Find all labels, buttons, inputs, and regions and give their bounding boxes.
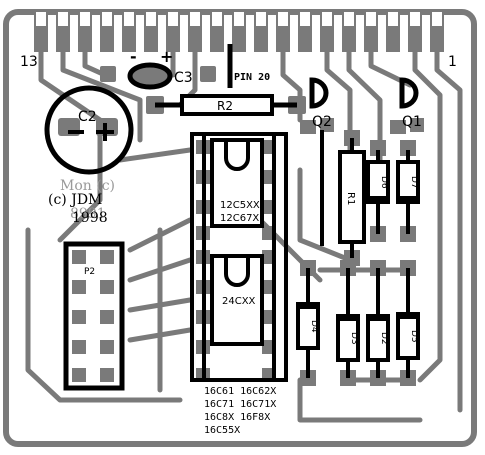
- d5-label: D5: [409, 330, 419, 343]
- d3-diode: D3: [336, 268, 360, 378]
- d7-label: D7: [409, 176, 419, 189]
- pic-list-line-2: 16C71 16C71X: [204, 399, 276, 410]
- pin20-label: PIN 20: [234, 72, 270, 83]
- copyright-year: 1998: [72, 210, 108, 226]
- d6-diode: D6: [366, 150, 390, 234]
- d2-label: D2: [379, 332, 389, 345]
- c3-capacitor: - + C3: [127, 47, 193, 90]
- pic-list-line-4: 16C55X: [204, 425, 240, 436]
- pin-label-13: 13: [20, 54, 38, 70]
- d5-diode: D5: [396, 268, 420, 378]
- c3-minus-label: -: [130, 47, 137, 66]
- d4-label: D4: [309, 320, 319, 333]
- q1-transistor: Q1: [399, 77, 422, 130]
- q2-transistor: Q2: [309, 77, 332, 130]
- pic-list-line-3: 16C8X 16F8X: [204, 412, 270, 423]
- c2-capacitor: C2: [44, 85, 134, 175]
- d3-label: D3: [349, 332, 359, 345]
- ic-12c67x-label: 12C67X: [220, 213, 259, 224]
- pin-label-1: 1: [448, 54, 457, 70]
- ic-12c5xx: 12C5XX 12C67X: [210, 138, 264, 228]
- d7-diode: D7: [396, 150, 420, 234]
- c3-plus-label: +: [160, 47, 173, 66]
- p2-label: P2: [84, 267, 95, 277]
- r1-label: R1: [345, 192, 356, 205]
- q2-label: Q2: [312, 114, 332, 130]
- ic-24cxx-label: 24CXX: [222, 296, 256, 307]
- pic-list-line-1: 16C61 16C62X: [204, 386, 276, 397]
- mirrored-text: Mon (c): [60, 178, 115, 194]
- copyright-text: (c) JDM: [48, 192, 102, 208]
- c2-label: C2: [78, 109, 97, 125]
- pic-socket: [190, 132, 288, 382]
- mirrored-year: 8991: [70, 206, 106, 222]
- ic-24cxx: 24CXX: [210, 254, 264, 346]
- r2-label: R2: [217, 99, 233, 113]
- d4-diode: D4: [296, 268, 320, 378]
- q1-label: Q1: [402, 114, 422, 130]
- c3-label: C3: [174, 70, 193, 86]
- d6-label: D6: [379, 176, 389, 189]
- d2-diode: D2: [366, 268, 390, 378]
- r1-resistor: R1: [338, 138, 366, 258]
- r2-resistor: R2: [155, 94, 297, 116]
- ic-12c5xx-label: 12C5XX: [220, 200, 260, 211]
- p2-connector: P2: [63, 241, 125, 391]
